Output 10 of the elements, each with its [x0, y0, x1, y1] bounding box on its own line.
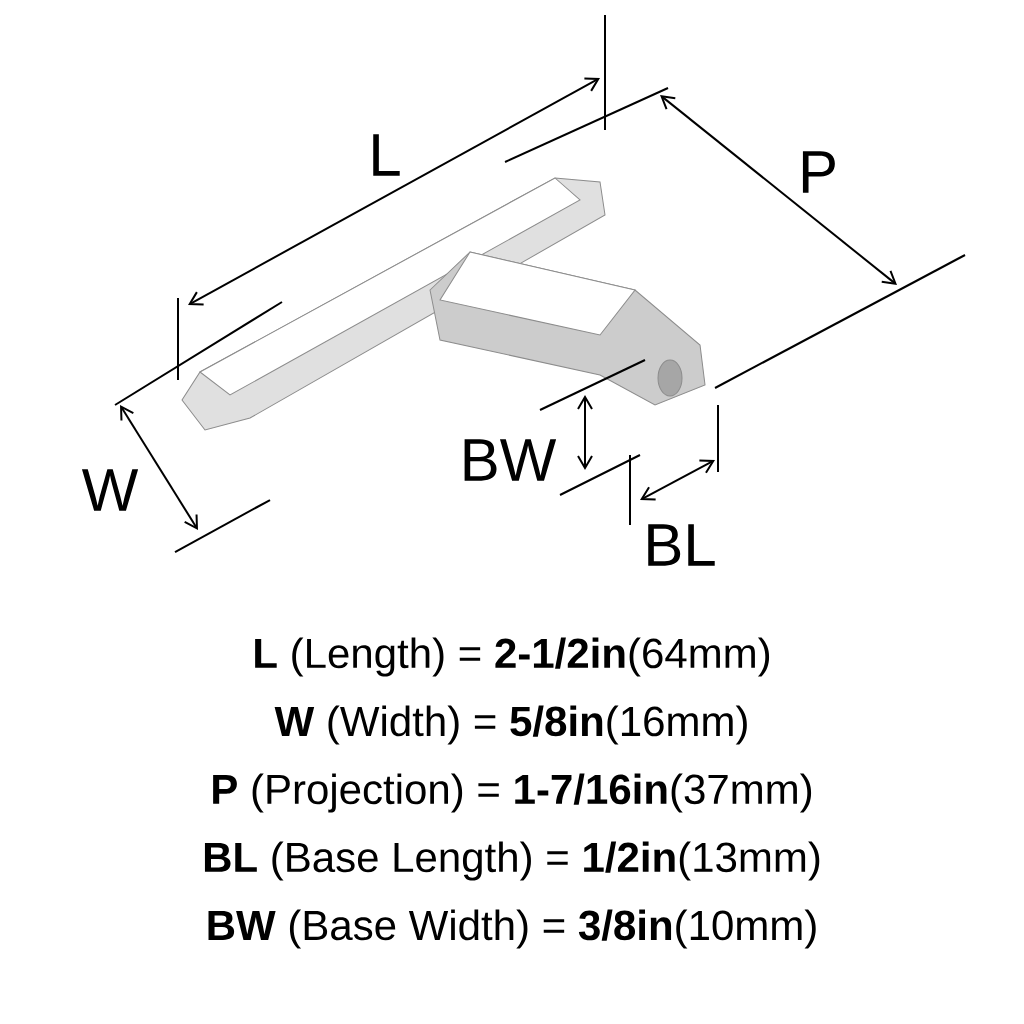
spec-text: L (Length) = 2-1/2in(64mm) — [255, 637, 770, 677]
spec-text: P (Projection) = 1-7/16in(37mm) — [213, 773, 812, 813]
spec-text: BW (Base Width) = 3/8in(10mm) — [208, 909, 816, 949]
dimension-label: L — [373, 134, 400, 176]
dimension-label: BW — [464, 439, 557, 481]
dimension-label: P — [802, 151, 835, 193]
spec-text: W (Width) = 5/8in(16mm) — [274, 705, 747, 745]
dimension-label: BL — [648, 524, 715, 566]
dimension-label: W — [81, 469, 139, 511]
spec-text: BL (Base Length) = 1/2in(13mm) — [204, 841, 820, 881]
